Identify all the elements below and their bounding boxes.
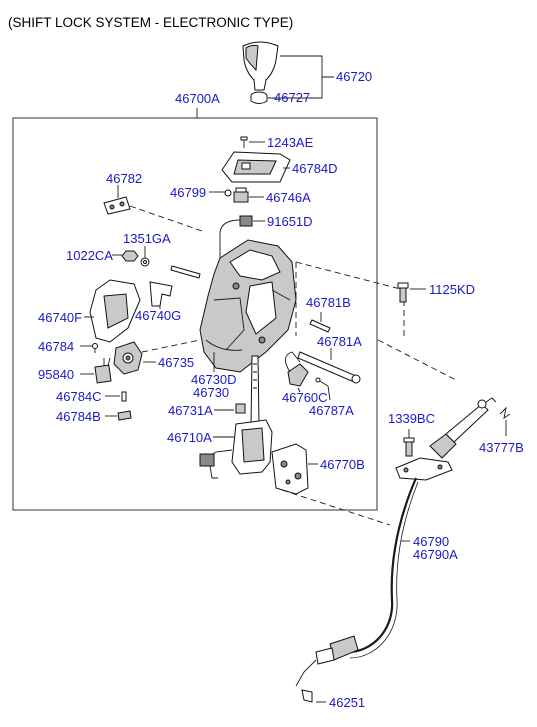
label-91651d[interactable]: 91651D <box>267 214 313 229</box>
label-46799[interactable]: 46799 <box>170 185 206 200</box>
label-46781b[interactable]: 46781B <box>306 295 351 310</box>
stud-bolt <box>170 265 201 279</box>
label-46784c[interactable]: 46784C <box>56 389 102 404</box>
label-46790a[interactable]: 46790A <box>413 547 458 562</box>
label-46746a[interactable]: 46746A <box>266 190 311 205</box>
bracket-46740g <box>149 281 173 307</box>
bolt-46784 <box>92 343 98 353</box>
screw-46787a <box>315 377 329 387</box>
label-46740f[interactable]: 46740F <box>38 310 82 325</box>
label-46730[interactable]: 46730 <box>193 385 229 400</box>
bolt-1125kd <box>397 282 409 303</box>
shift-lever-base <box>199 239 297 373</box>
screw-1243ae <box>240 136 248 148</box>
housing-46710a <box>199 419 273 479</box>
sensor-46760c <box>285 351 309 387</box>
label-46727[interactable]: 46727 <box>274 90 310 105</box>
label-46710a[interactable]: 46710A <box>167 430 212 445</box>
label-95840[interactable]: 95840 <box>38 367 74 382</box>
block-46731a <box>235 403 246 414</box>
indicator-cover <box>221 151 291 183</box>
switch-95840 <box>94 357 112 384</box>
label-46251[interactable]: 46251 <box>329 695 365 710</box>
label-43777b[interactable]: 43777B <box>479 440 524 455</box>
bracket-46782 <box>103 196 131 215</box>
bolt-1339bc <box>403 437 415 457</box>
clip-43777b <box>499 406 511 419</box>
cable-end-fitting <box>429 397 497 459</box>
pin-46781a <box>297 351 361 384</box>
assembly-frame <box>12 117 378 511</box>
label-46784b[interactable]: 46784B <box>56 409 101 424</box>
diagram-caption: (SHIFT LOCK SYSTEM - ELECTRONIC TYPE) <box>8 15 293 30</box>
washer-1351ga <box>140 257 150 267</box>
label-1339bc[interactable]: 1339BC <box>388 411 435 426</box>
label-1351ga[interactable]: 1351GA <box>123 231 171 246</box>
label-46735[interactable]: 46735 <box>158 355 194 370</box>
connector-91651d <box>219 215 253 262</box>
label-1243ae[interactable]: 1243AE <box>267 135 314 150</box>
pin-46781b <box>309 319 331 333</box>
spring-46784c <box>121 391 127 402</box>
clip-46799 <box>224 189 232 197</box>
switch-46746a <box>233 187 249 203</box>
label-46790[interactable]: 46790 <box>413 534 449 549</box>
nut-1022ca <box>121 250 139 262</box>
label-46787a[interactable]: 46787A <box>309 403 354 418</box>
label-46770b[interactable]: 46770B <box>320 457 365 472</box>
shift-cable <box>295 477 419 687</box>
cover-plate-46740f <box>89 279 141 343</box>
clip-46251 <box>301 689 313 703</box>
label-46782[interactable]: 46782 <box>106 171 142 186</box>
label-46700a[interactable]: 46700A <box>175 91 220 106</box>
label-46784d[interactable]: 46784D <box>292 161 338 176</box>
label-46740g[interactable]: 46740G <box>135 308 181 323</box>
solenoid-46735 <box>113 341 143 375</box>
label-1022ca[interactable]: 1022CA <box>66 248 113 263</box>
label-1125kd[interactable]: 1125KD <box>429 282 475 297</box>
shift-knob <box>242 41 279 91</box>
cable-bracket <box>395 457 453 481</box>
label-46730d[interactable]: 46730D <box>191 372 237 387</box>
label-46781a[interactable]: 46781A <box>317 334 362 349</box>
cap-46784b <box>117 410 132 421</box>
label-46760c[interactable]: 46760C <box>282 390 328 405</box>
label-46784[interactable]: 46784 <box>38 339 74 354</box>
bracket-46770b <box>271 443 309 495</box>
lever-rod <box>250 355 260 425</box>
label-46731a[interactable]: 46731A <box>168 403 213 418</box>
label-46720[interactable]: 46720 <box>336 69 372 84</box>
knob-cap <box>250 91 268 104</box>
